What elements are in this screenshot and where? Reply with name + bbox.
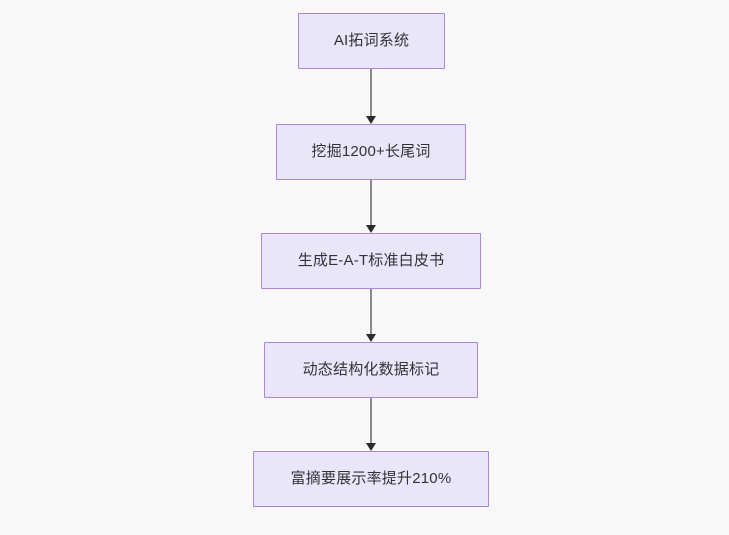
flow-node-label: 动态结构化数据标记 (302, 361, 440, 379)
flow-node-label: 挖掘1200+长尾词 (311, 143, 431, 161)
flow-node-rich-snippet-result[interactable]: 富摘要展示率提升210% (253, 451, 489, 507)
arrowhead-icon (366, 116, 376, 124)
arrowhead-icon (366, 334, 376, 342)
edge-line (370, 398, 372, 444)
edge-line (370, 69, 372, 117)
flow-node-label: 生成E-A-T标准白皮书 (297, 252, 445, 270)
flow-node-label: AI拓词系统 (333, 32, 410, 50)
flow-node-longtail-keywords[interactable]: 挖掘1200+长尾词 (276, 124, 466, 180)
flow-node-ai-keyword-system[interactable]: AI拓词系统 (298, 13, 445, 69)
edge-line (370, 289, 372, 335)
flow-node-label: 富摘要展示率提升210% (290, 470, 452, 488)
arrowhead-icon (366, 225, 376, 233)
arrowhead-icon (366, 443, 376, 451)
flow-node-eat-whitepaper[interactable]: 生成E-A-T标准白皮书 (261, 233, 481, 289)
edge-line (370, 180, 372, 226)
flow-node-structured-data-markup[interactable]: 动态结构化数据标记 (264, 342, 478, 398)
